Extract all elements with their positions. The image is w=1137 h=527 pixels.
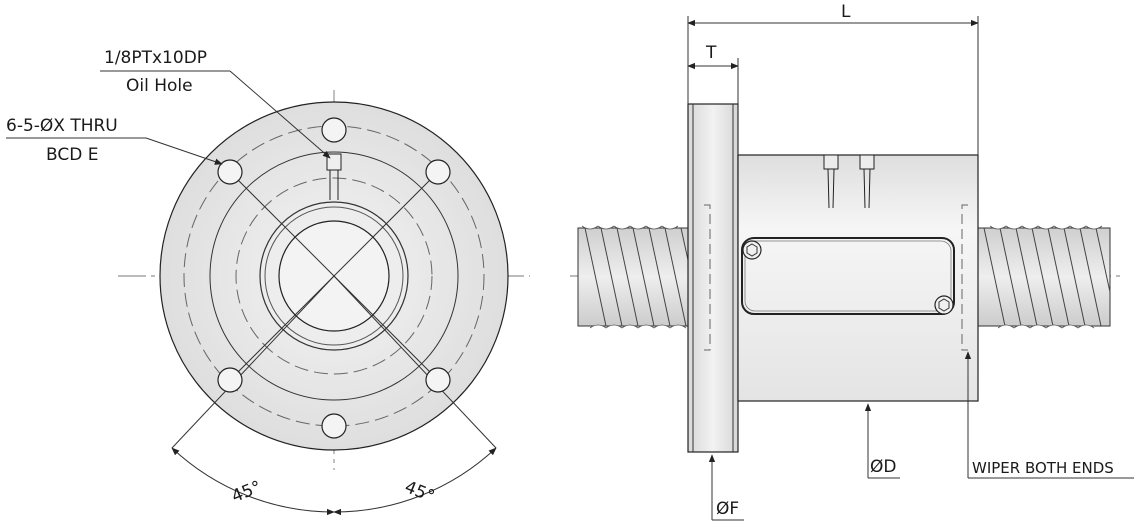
angle-label-right: 45° <box>402 477 437 507</box>
oil-fittings <box>823 154 875 209</box>
bolt-hole <box>321 413 347 439</box>
oil-hole-spec-label: 1/8PTx10DP <box>104 48 207 68</box>
bolt-hole <box>425 367 451 393</box>
dimension-l-label: L <box>841 2 851 22</box>
bolt-holes-label: 6-5-ØX THRU <box>6 116 118 136</box>
nut-body <box>737 154 979 402</box>
dimension-od-label: ØD <box>870 457 896 477</box>
bolt-hole <box>321 117 347 143</box>
bcd-label: BCD E <box>46 145 98 165</box>
angle-ref-line-right <box>333 275 497 449</box>
front-view: 45° 45° 1/8PTx10DP Oil Hole 6-5-ØX THRU … <box>6 48 530 516</box>
oil-hole-label: Oil Hole <box>126 76 193 96</box>
bolt-hole-leader <box>145 137 223 165</box>
flange-side <box>687 103 739 453</box>
bolt-hole <box>217 367 243 393</box>
bolt-holes <box>217 117 451 439</box>
return-channel <box>741 237 955 315</box>
dimension-t-label: T <box>705 43 717 63</box>
screw-shaft-right <box>977 225 1111 329</box>
return-cap-screw-left <box>742 240 762 260</box>
return-cap-screw-right <box>934 295 954 315</box>
nut-body-inner-ring <box>264 206 404 346</box>
angle-arc-left <box>171 447 335 516</box>
return-channel-inner <box>744 240 952 312</box>
wiper-hidden-lines <box>704 204 968 351</box>
screw-shaft-left <box>577 225 689 329</box>
angle-arc-right <box>333 447 497 516</box>
angle-label-left: 45° <box>229 477 264 507</box>
inner-dashed-circle <box>235 177 433 375</box>
oil-hole-leader <box>229 70 331 159</box>
side-view: L T ØD ØF WIPER BOTH ENDS <box>570 2 1134 521</box>
inner-step-circle <box>209 151 459 401</box>
bolt-hole <box>425 159 451 185</box>
angle-ref-line-left <box>171 275 335 449</box>
dimension-of-label: ØF <box>716 499 739 519</box>
wiper-label: WIPER BOTH ENDS <box>972 459 1114 477</box>
bolt-hole <box>217 159 243 185</box>
